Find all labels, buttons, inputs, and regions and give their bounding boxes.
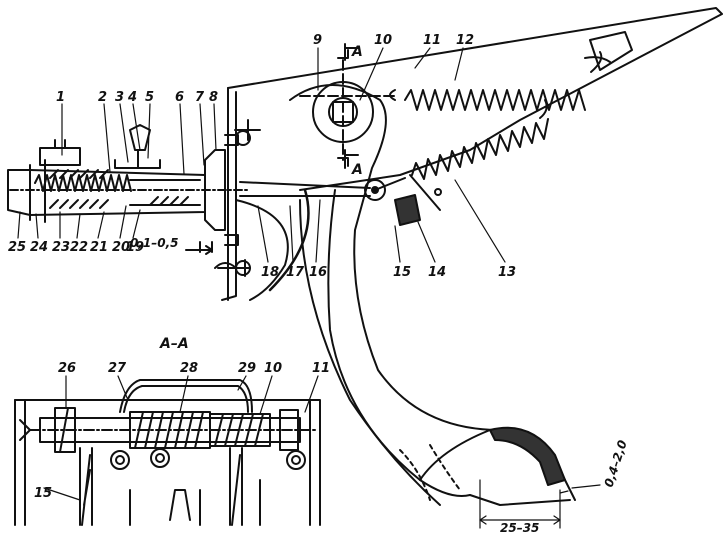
part-label: 25	[8, 240, 26, 255]
part-label: 7	[195, 90, 205, 105]
part-label-group: 1 2 3 4 5 6 7 8 9 10 11 12 13 14 15 16 1…	[8, 33, 516, 501]
part-label: 3	[115, 90, 124, 105]
part-label: 21	[90, 240, 108, 255]
part-label: 11	[312, 361, 330, 376]
part-label: 22	[70, 240, 88, 255]
gap-label: 0,4–2,0	[602, 438, 630, 488]
part-label: 6	[175, 90, 184, 105]
return-hose	[235, 188, 310, 301]
leader-lines	[17, 47, 506, 501]
part-label: 17	[286, 265, 305, 280]
part-label: 14	[428, 265, 446, 280]
free-play-label: 25–35	[500, 521, 539, 535]
clearance-dimension	[185, 241, 213, 255]
section-cut-marks	[337, 49, 349, 167]
part-label: 15	[34, 486, 52, 501]
return-spring-upper	[389, 51, 603, 111]
part-label: 28	[180, 361, 198, 376]
part-label: 13	[498, 265, 516, 280]
part-label: 18	[261, 265, 279, 280]
pushrod	[239, 177, 406, 201]
part-label: 24	[30, 240, 48, 255]
part-label: 2	[98, 90, 107, 105]
part-label: 12	[456, 33, 474, 48]
part-label: 11	[423, 33, 441, 48]
pedal-bracket	[221, 7, 723, 301]
part-label: 23	[52, 240, 70, 255]
part-label: 20	[112, 240, 130, 255]
part-label: 29	[238, 361, 256, 376]
part-label: 27	[108, 361, 127, 376]
section-view	[14, 379, 321, 526]
part-label: 19	[126, 240, 144, 255]
part-label: 1	[56, 90, 65, 105]
master-cylinder	[7, 124, 251, 223]
return-spring-lower	[411, 99, 549, 180]
pedal-stop	[394, 174, 442, 226]
pad-dimensions	[479, 479, 601, 529]
part-label: 5	[145, 90, 154, 105]
part-label: 8	[209, 90, 218, 105]
section-title: A–A	[159, 336, 189, 352]
part-label: 10	[374, 33, 392, 48]
part-label: 15	[393, 265, 411, 280]
part-label: 4	[127, 90, 137, 105]
part-label: 9	[313, 33, 322, 48]
part-label: 26	[58, 361, 76, 376]
cylinder-flange	[204, 119, 261, 277]
part-label: 16	[309, 265, 327, 280]
section-marker-top: A	[351, 44, 363, 60]
pedal-pad	[489, 426, 566, 486]
part-label: 10	[264, 361, 282, 376]
section-marker-bottom: A	[351, 162, 363, 178]
clearance-label: 0,1–0,5	[130, 236, 179, 250]
section-markers: A A A–A	[159, 44, 363, 352]
